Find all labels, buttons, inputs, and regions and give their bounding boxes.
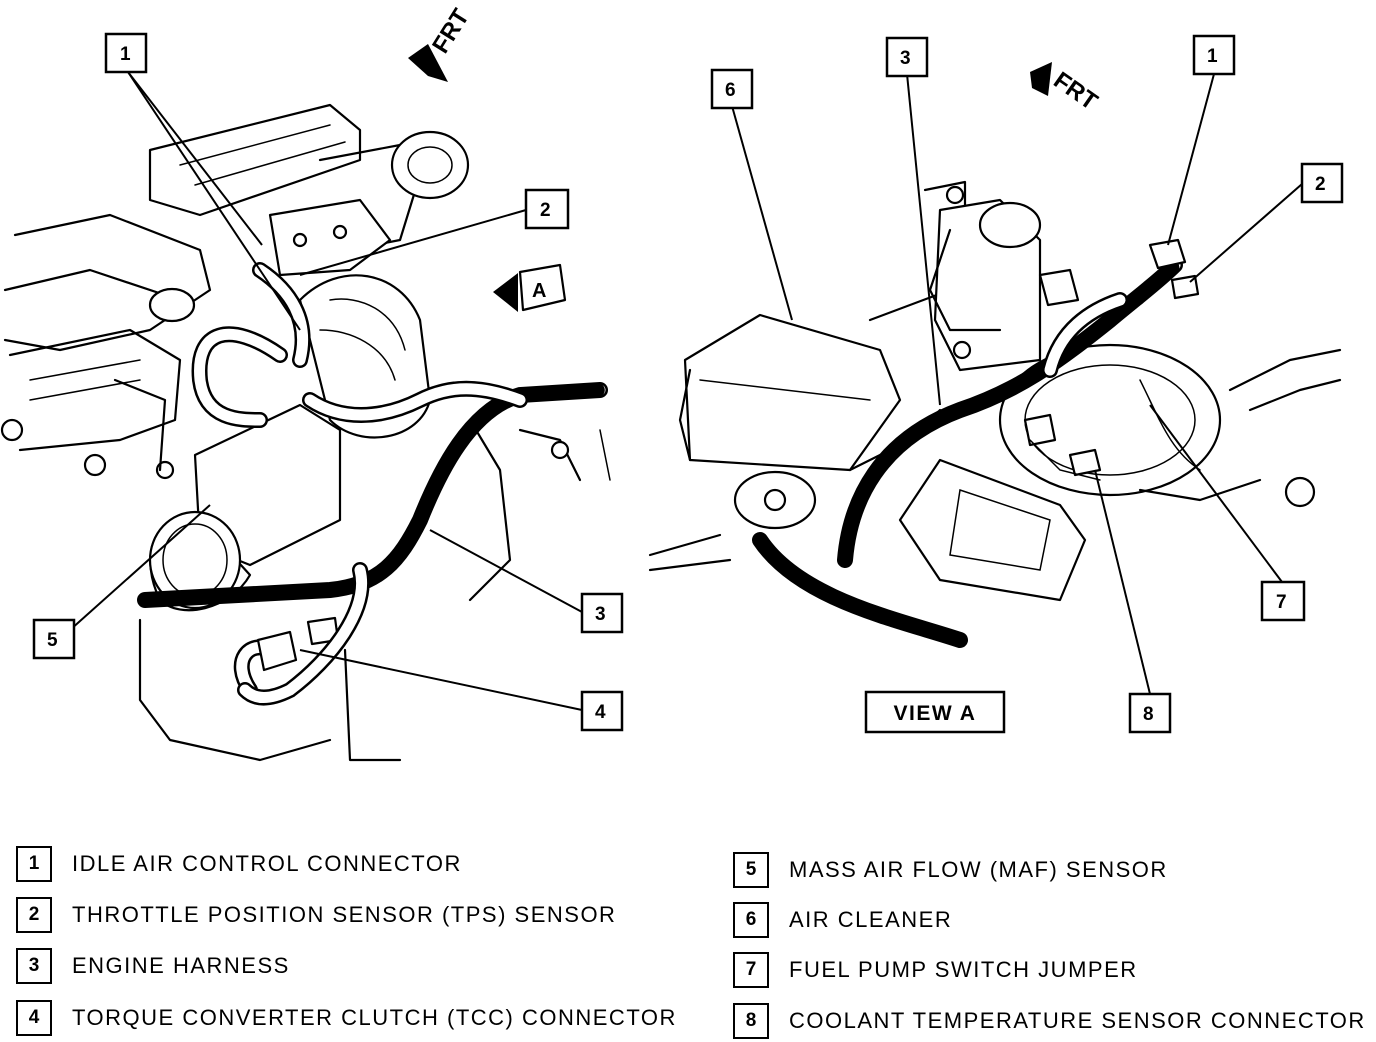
legend-label: AIR CLEANER [789, 907, 953, 932]
legend-item-7: 7 FUEL PUMP SWITCH JUMPER [733, 950, 1138, 990]
svg-text:1: 1 [1207, 46, 1218, 67]
legend-number: 7 [733, 952, 769, 988]
svg-text:8: 8 [1143, 704, 1154, 725]
svg-text:5: 5 [47, 630, 58, 651]
legend-number: 6 [733, 902, 769, 938]
legend-item-2: 2 THROTTLE POSITION SENSOR (TPS) SENSOR [16, 895, 616, 935]
callout-1-main: 1 [104, 32, 301, 331]
callout-3-view-a: 3 [885, 36, 941, 406]
svg-text:2: 2 [540, 200, 551, 221]
callout-1-view-a: 1 [1167, 34, 1236, 246]
svg-text:7: 7 [1276, 592, 1287, 613]
callout-4-main: 4 [299, 649, 624, 732]
legend-label: ENGINE HARNESS [72, 953, 290, 978]
legend-item-5: 5 MASS AIR FLOW (MAF) SENSOR [733, 850, 1168, 890]
legend-label: TORQUE CONVERTER CLUTCH (TCC) CONNECTOR [72, 1005, 677, 1030]
callout-2-main: 2 [299, 188, 570, 276]
callout-8-view-a: 8 [1094, 469, 1172, 734]
svg-text:4: 4 [595, 702, 606, 723]
front-direction-arrow-view-a: FRT [1030, 62, 1103, 116]
legend-number: 2 [16, 897, 52, 933]
callout-7-view-a: 7 [1149, 404, 1306, 622]
front-direction-arrow: FRT [408, 4, 475, 82]
legend-label: FUEL PUMP SWITCH JUMPER [789, 957, 1138, 982]
front-label-view-a: FRT [1049, 67, 1103, 116]
legend-item-3: 3 ENGINE HARNESS [16, 946, 290, 986]
engine-diagram: FRT A 1 2 3 4 5 [0, 4, 1344, 762]
legend-number: 4 [16, 1000, 52, 1036]
view-a-title: VIEW A [864, 690, 1006, 734]
callout-2-view-a: 2 [1189, 162, 1344, 283]
callout-3-main: 3 [429, 529, 624, 634]
callout-5-main: 5 [32, 504, 211, 660]
legend: 1 IDLE AIR CONTROL CONNECTOR 2 THROTTLE … [0, 830, 1376, 1042]
svg-text:1: 1 [120, 44, 131, 65]
legend-item-6: 6 AIR CLEANER [733, 900, 952, 940]
view-a-marker: A [493, 263, 567, 312]
legend-number: 1 [16, 846, 52, 882]
legend-item-4: 4 TORQUE CONVERTER CLUTCH (TCC) CONNECTO… [16, 998, 677, 1038]
view-a-drawing [648, 180, 1342, 648]
svg-text:2: 2 [1315, 174, 1326, 195]
view-marker-letter: A [532, 280, 546, 302]
svg-text:VIEW A: VIEW A [894, 702, 977, 725]
legend-label: THROTTLE POSITION SENSOR (TPS) SENSOR [72, 902, 617, 927]
svg-text:3: 3 [900, 48, 911, 69]
svg-text:6: 6 [725, 80, 736, 101]
svg-text:3: 3 [595, 604, 606, 625]
legend-label: MASS AIR FLOW (MAF) SENSOR [789, 857, 1168, 882]
legend-number: 5 [733, 852, 769, 888]
main-engine-drawing [0, 103, 611, 762]
legend-number: 3 [16, 948, 52, 984]
legend-number: 8 [733, 1003, 769, 1039]
legend-label: COOLANT TEMPERATURE SENSOR CONNECTOR [789, 1008, 1366, 1033]
front-label: FRT [427, 4, 475, 58]
legend-label: IDLE AIR CONTROL CONNECTOR [72, 851, 462, 876]
legend-item-1: 1 IDLE AIR CONTROL CONNECTOR [16, 844, 462, 884]
callout-6-view-a: 6 [710, 68, 793, 321]
legend-item-8: 8 COOLANT TEMPERATURE SENSOR CONNECTOR [733, 1001, 1366, 1041]
